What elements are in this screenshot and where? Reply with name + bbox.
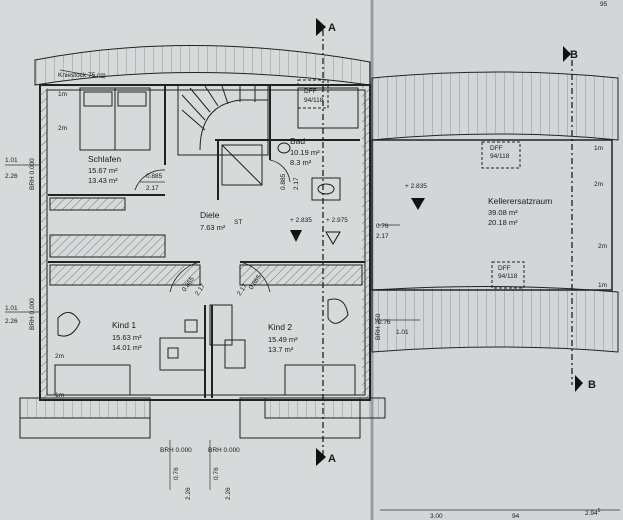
wall-hatch-left xyxy=(40,85,48,400)
left-page xyxy=(0,0,372,520)
brh-right: BRH 250 xyxy=(375,313,382,340)
dim-101-left-bottom: 1.01 xyxy=(5,305,18,312)
section-markers xyxy=(316,18,583,466)
room-name-kind1: Kind 1 xyxy=(112,320,136,330)
dim-217-schlafen: 2.17 xyxy=(146,185,159,192)
level-marker-filled-1 xyxy=(290,230,302,242)
bottom-dim-94: 94 xyxy=(512,513,520,520)
room-area-kind2-1: 15.49 m² xyxy=(268,335,298,344)
dim-101-right: 1.01 xyxy=(396,329,409,336)
bottom-dim-300: 3.00 xyxy=(430,513,443,520)
dim-0885-bad: 0.885 xyxy=(280,173,287,190)
kind1-furniture xyxy=(54,311,206,396)
section-b-top: B xyxy=(570,49,578,61)
room-name-kind2: Kind 2 xyxy=(268,322,292,332)
room-area-schlafen-1: 15.67 m² xyxy=(88,166,118,175)
st-label: ST xyxy=(234,219,242,226)
brh-label-1: BRH 0.000 xyxy=(160,447,192,454)
room-area-kind2-2: 13.7 m² xyxy=(268,345,294,354)
level-marker-open xyxy=(325,231,341,245)
double-bed xyxy=(79,87,151,151)
dim-226-bottom-2: 2.26 xyxy=(225,487,232,500)
skylight-boxes xyxy=(297,79,525,289)
section-a-top: A xyxy=(328,22,336,34)
roof-right-top xyxy=(371,71,619,141)
door-swings xyxy=(134,159,291,293)
brh-label-2: BRH 0.000 xyxy=(208,447,240,454)
roof-right-bottom xyxy=(371,285,619,353)
room-area-keller-2: 20.18 m² xyxy=(488,218,518,227)
brh-left-top: BRH 0.000 xyxy=(29,158,36,190)
kneewall-kind2 xyxy=(239,264,363,286)
room-area-keller-1: 39.08 m² xyxy=(488,208,518,217)
dim-226-left-top: 2.26 xyxy=(5,173,18,180)
roof-eave-bottom xyxy=(19,397,386,419)
dim-101-left-top: 1.01 xyxy=(5,157,18,164)
dim-1m-keller-bottom: 1m xyxy=(598,282,607,289)
bay-right xyxy=(239,397,361,439)
bath-fixtures xyxy=(221,87,359,201)
dim-0885-schlafen: 0.885 xyxy=(146,173,163,180)
dim-1m-kind1: 1m xyxy=(55,392,64,399)
room-area-diele-1: 7.63 m² xyxy=(200,223,226,232)
dim-076-keller: 0.76 xyxy=(376,223,389,230)
dff-label-1: DFF xyxy=(304,88,317,95)
kniestock-label: Kniestock 75 cm xyxy=(58,72,106,79)
kneewall-schlafen xyxy=(49,197,126,211)
section-lines xyxy=(322,30,573,455)
staircase xyxy=(177,84,269,156)
dff-size-2: 94/118 xyxy=(490,153,510,160)
dim-076-bottom-1: 0.76 xyxy=(173,467,180,480)
dimension-lines xyxy=(5,69,620,511)
kind2-furniture xyxy=(209,298,356,396)
dim-2m-keller-bottom: 2m xyxy=(598,243,607,250)
dff-size-3: 94/118 xyxy=(498,273,518,280)
room-area-bad-2: 8.3 m² xyxy=(290,158,312,167)
dff-label-3: DFF xyxy=(498,265,511,272)
level-2975: + 2.975 xyxy=(326,217,348,224)
dim-1m-keller-top: 1m xyxy=(594,145,603,152)
section-b-bottom: B xyxy=(588,379,596,391)
section-a-bottom: A xyxy=(328,453,336,465)
dim-076-right: 0.76 xyxy=(378,319,391,326)
dim-2m-schlafen: 2m xyxy=(58,125,67,132)
kneewall-kind1 xyxy=(49,264,201,286)
wall-hatch-right xyxy=(362,85,370,400)
dim-217-keller: 2.17 xyxy=(376,233,389,240)
bay-left xyxy=(19,397,151,439)
level-2835-keller: + 2.835 xyxy=(405,183,427,190)
kneewall-dormer-left xyxy=(49,234,166,258)
room-area-kind1-1: 15.63 m² xyxy=(112,333,142,342)
level-2835-diele: + 2.835 xyxy=(290,217,312,224)
dim-1m-schlafen: 1m xyxy=(58,91,67,98)
room-name-schlafen: Schlafen xyxy=(88,154,121,164)
room-area-bad-1: 10.19 m² xyxy=(290,148,320,157)
dim-076-bottom-2: 0.76 xyxy=(213,467,220,480)
room-area-schlafen-2: 13.43 m² xyxy=(88,176,118,185)
dim-217-bad: 2.17 xyxy=(293,177,300,190)
room-name-keller: Kellerersatzraum xyxy=(488,196,552,206)
level-marker-filled-2 xyxy=(411,198,425,210)
room-area-kind1-2: 14.01 m² xyxy=(112,343,142,352)
top-right-dim: 95 xyxy=(600,1,608,8)
dff-size-1: 94/118 xyxy=(304,97,324,104)
dim-226-left-bottom: 2.26 xyxy=(5,318,18,325)
dim-2m-kind1: 2m xyxy=(55,353,64,360)
brh-left-bottom: BRH 0,000 xyxy=(29,298,36,330)
dim-226-bottom-1: 2.26 xyxy=(185,487,192,500)
room-name-diele: Diele xyxy=(200,210,220,220)
dim-2m-keller-top: 2m xyxy=(594,181,603,188)
bottom-dim-294: 2.945 xyxy=(585,508,601,517)
dff-label-2: DFF xyxy=(490,145,503,152)
room-name-bad: Bad xyxy=(290,136,305,146)
